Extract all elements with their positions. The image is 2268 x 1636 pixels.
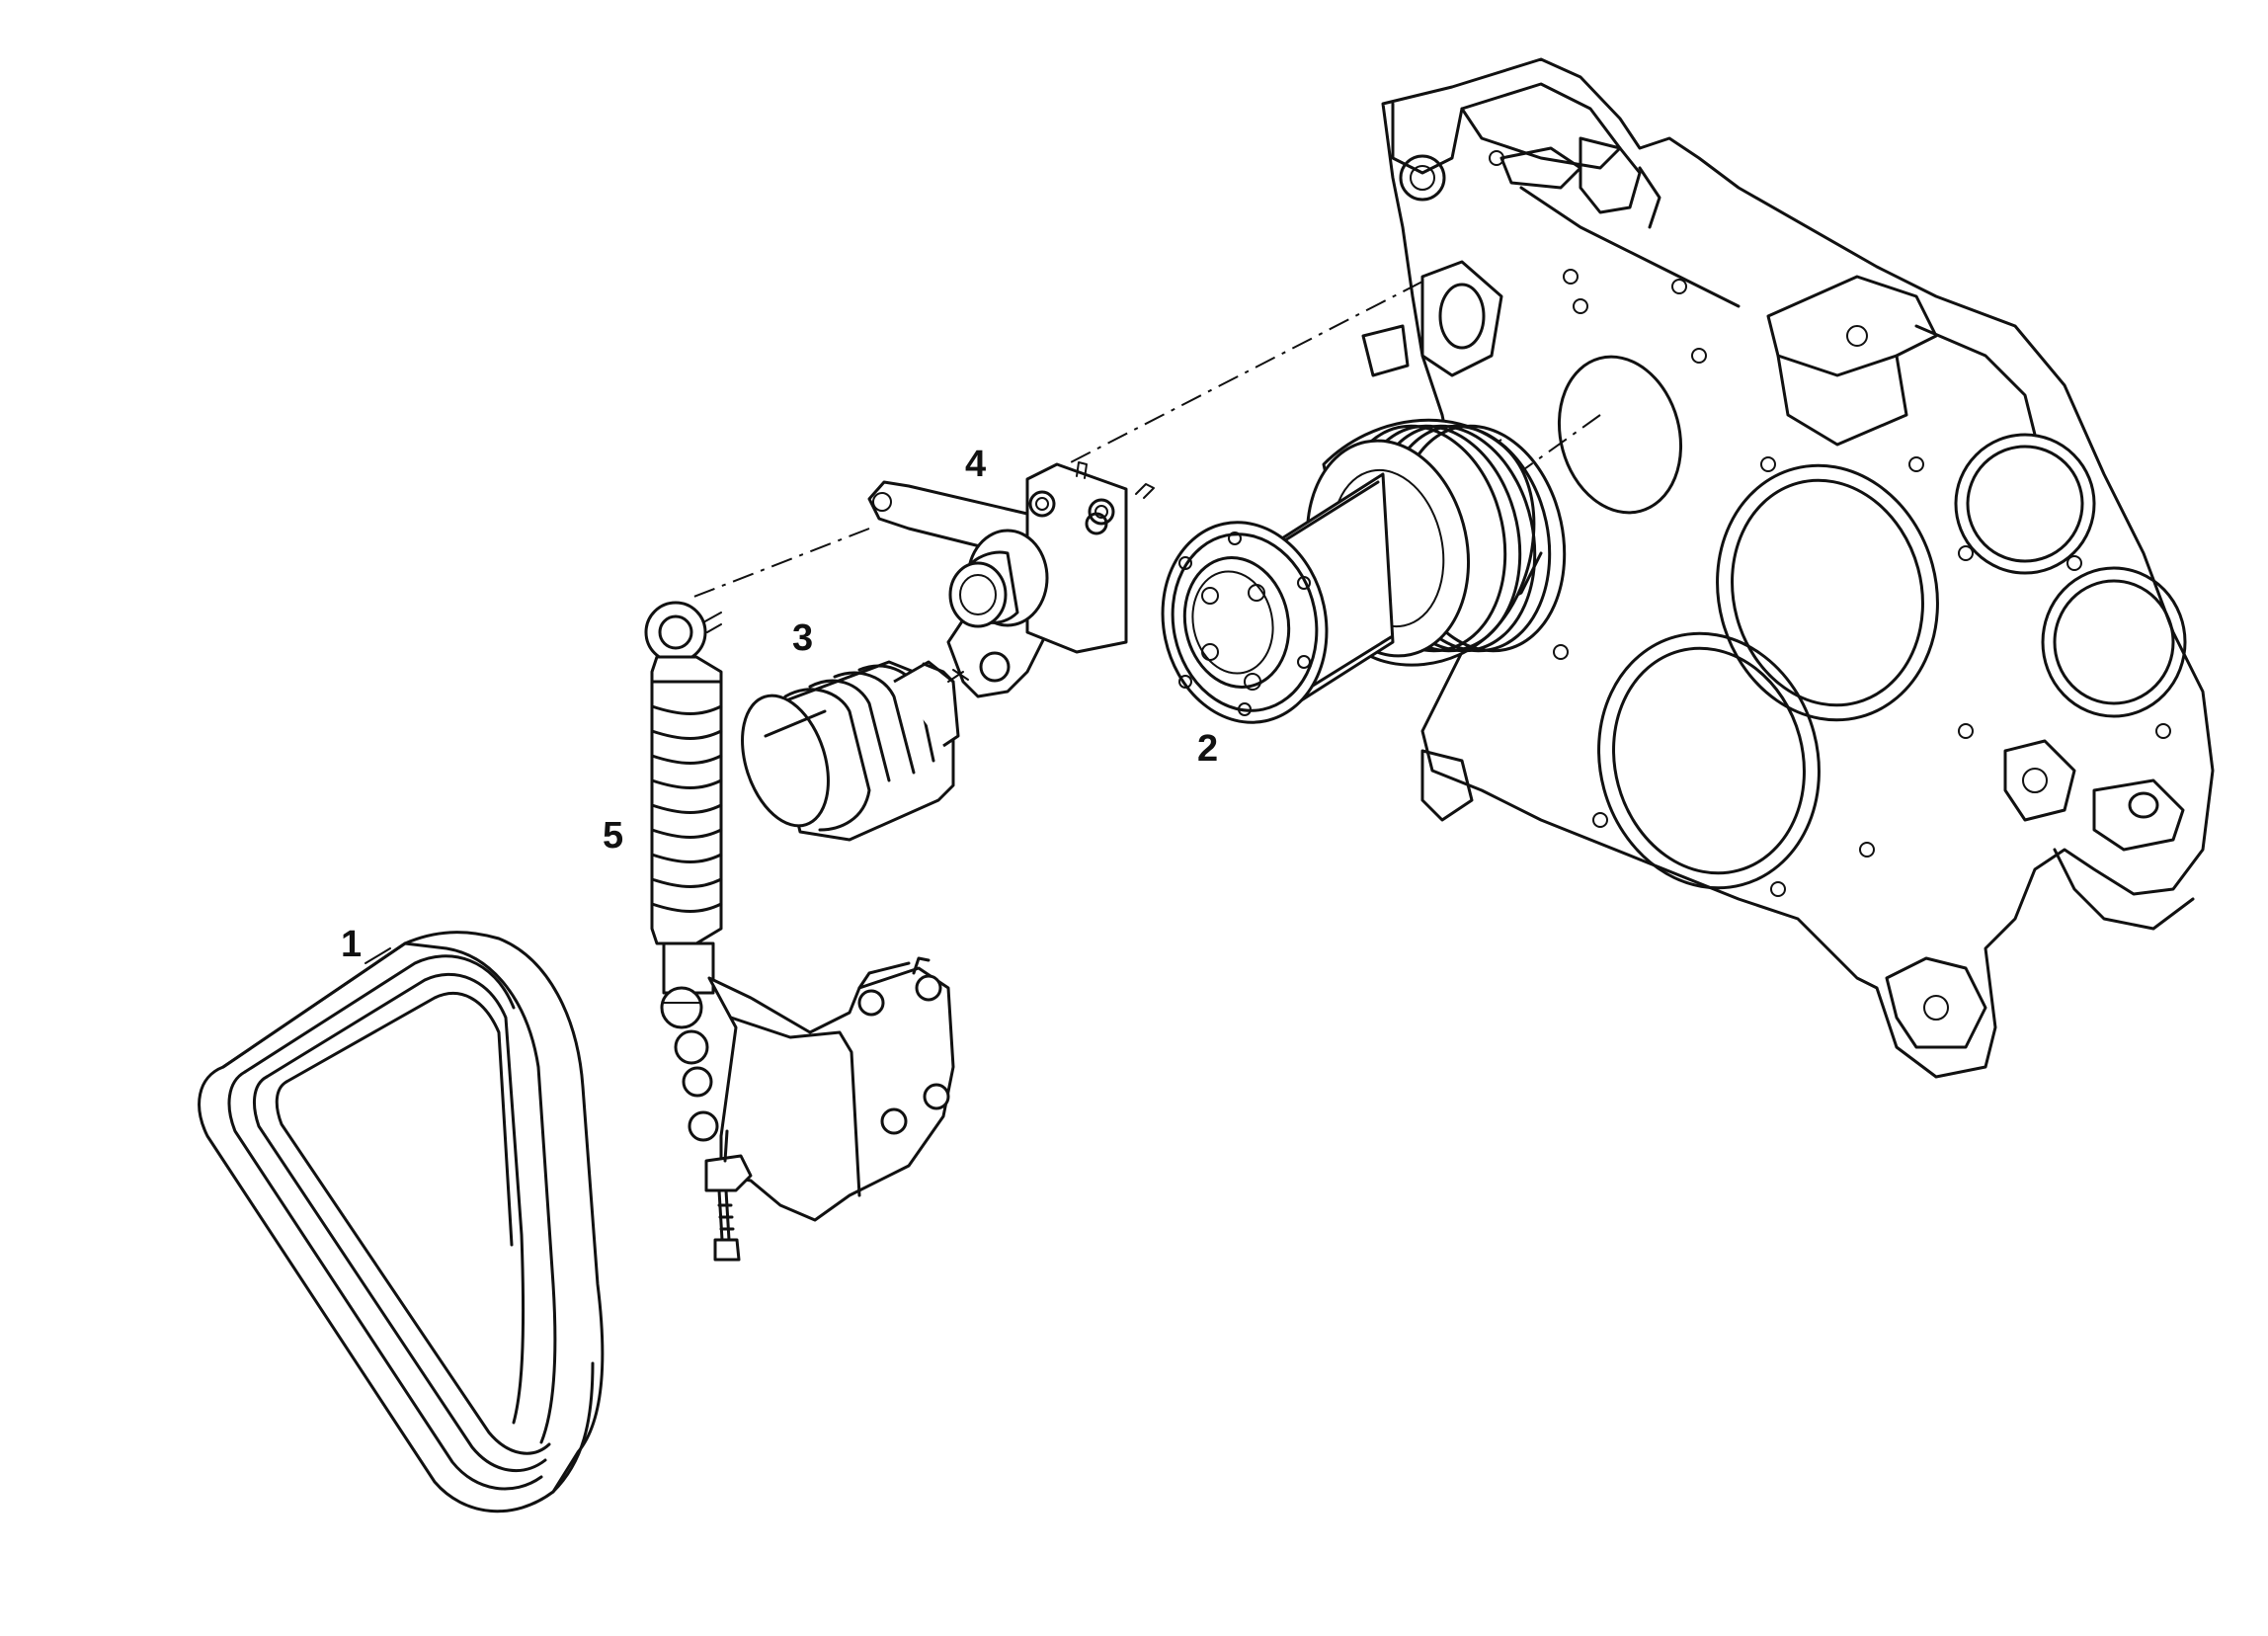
callout-3: 3: [792, 617, 813, 659]
drive-belt: [198, 931, 605, 1513]
callout-5: 5: [603, 815, 623, 857]
callout-1: 1: [341, 924, 362, 965]
damper-cover: [741, 660, 969, 842]
tensioner-shock-absorber: [644, 601, 955, 1262]
hub-pulley: [1161, 418, 1567, 724]
callout-2: 2: [1197, 728, 1218, 770]
callout-4: 4: [965, 444, 986, 485]
leader-lines: [364, 947, 391, 964]
tensioner-bracket: [867, 461, 1155, 698]
